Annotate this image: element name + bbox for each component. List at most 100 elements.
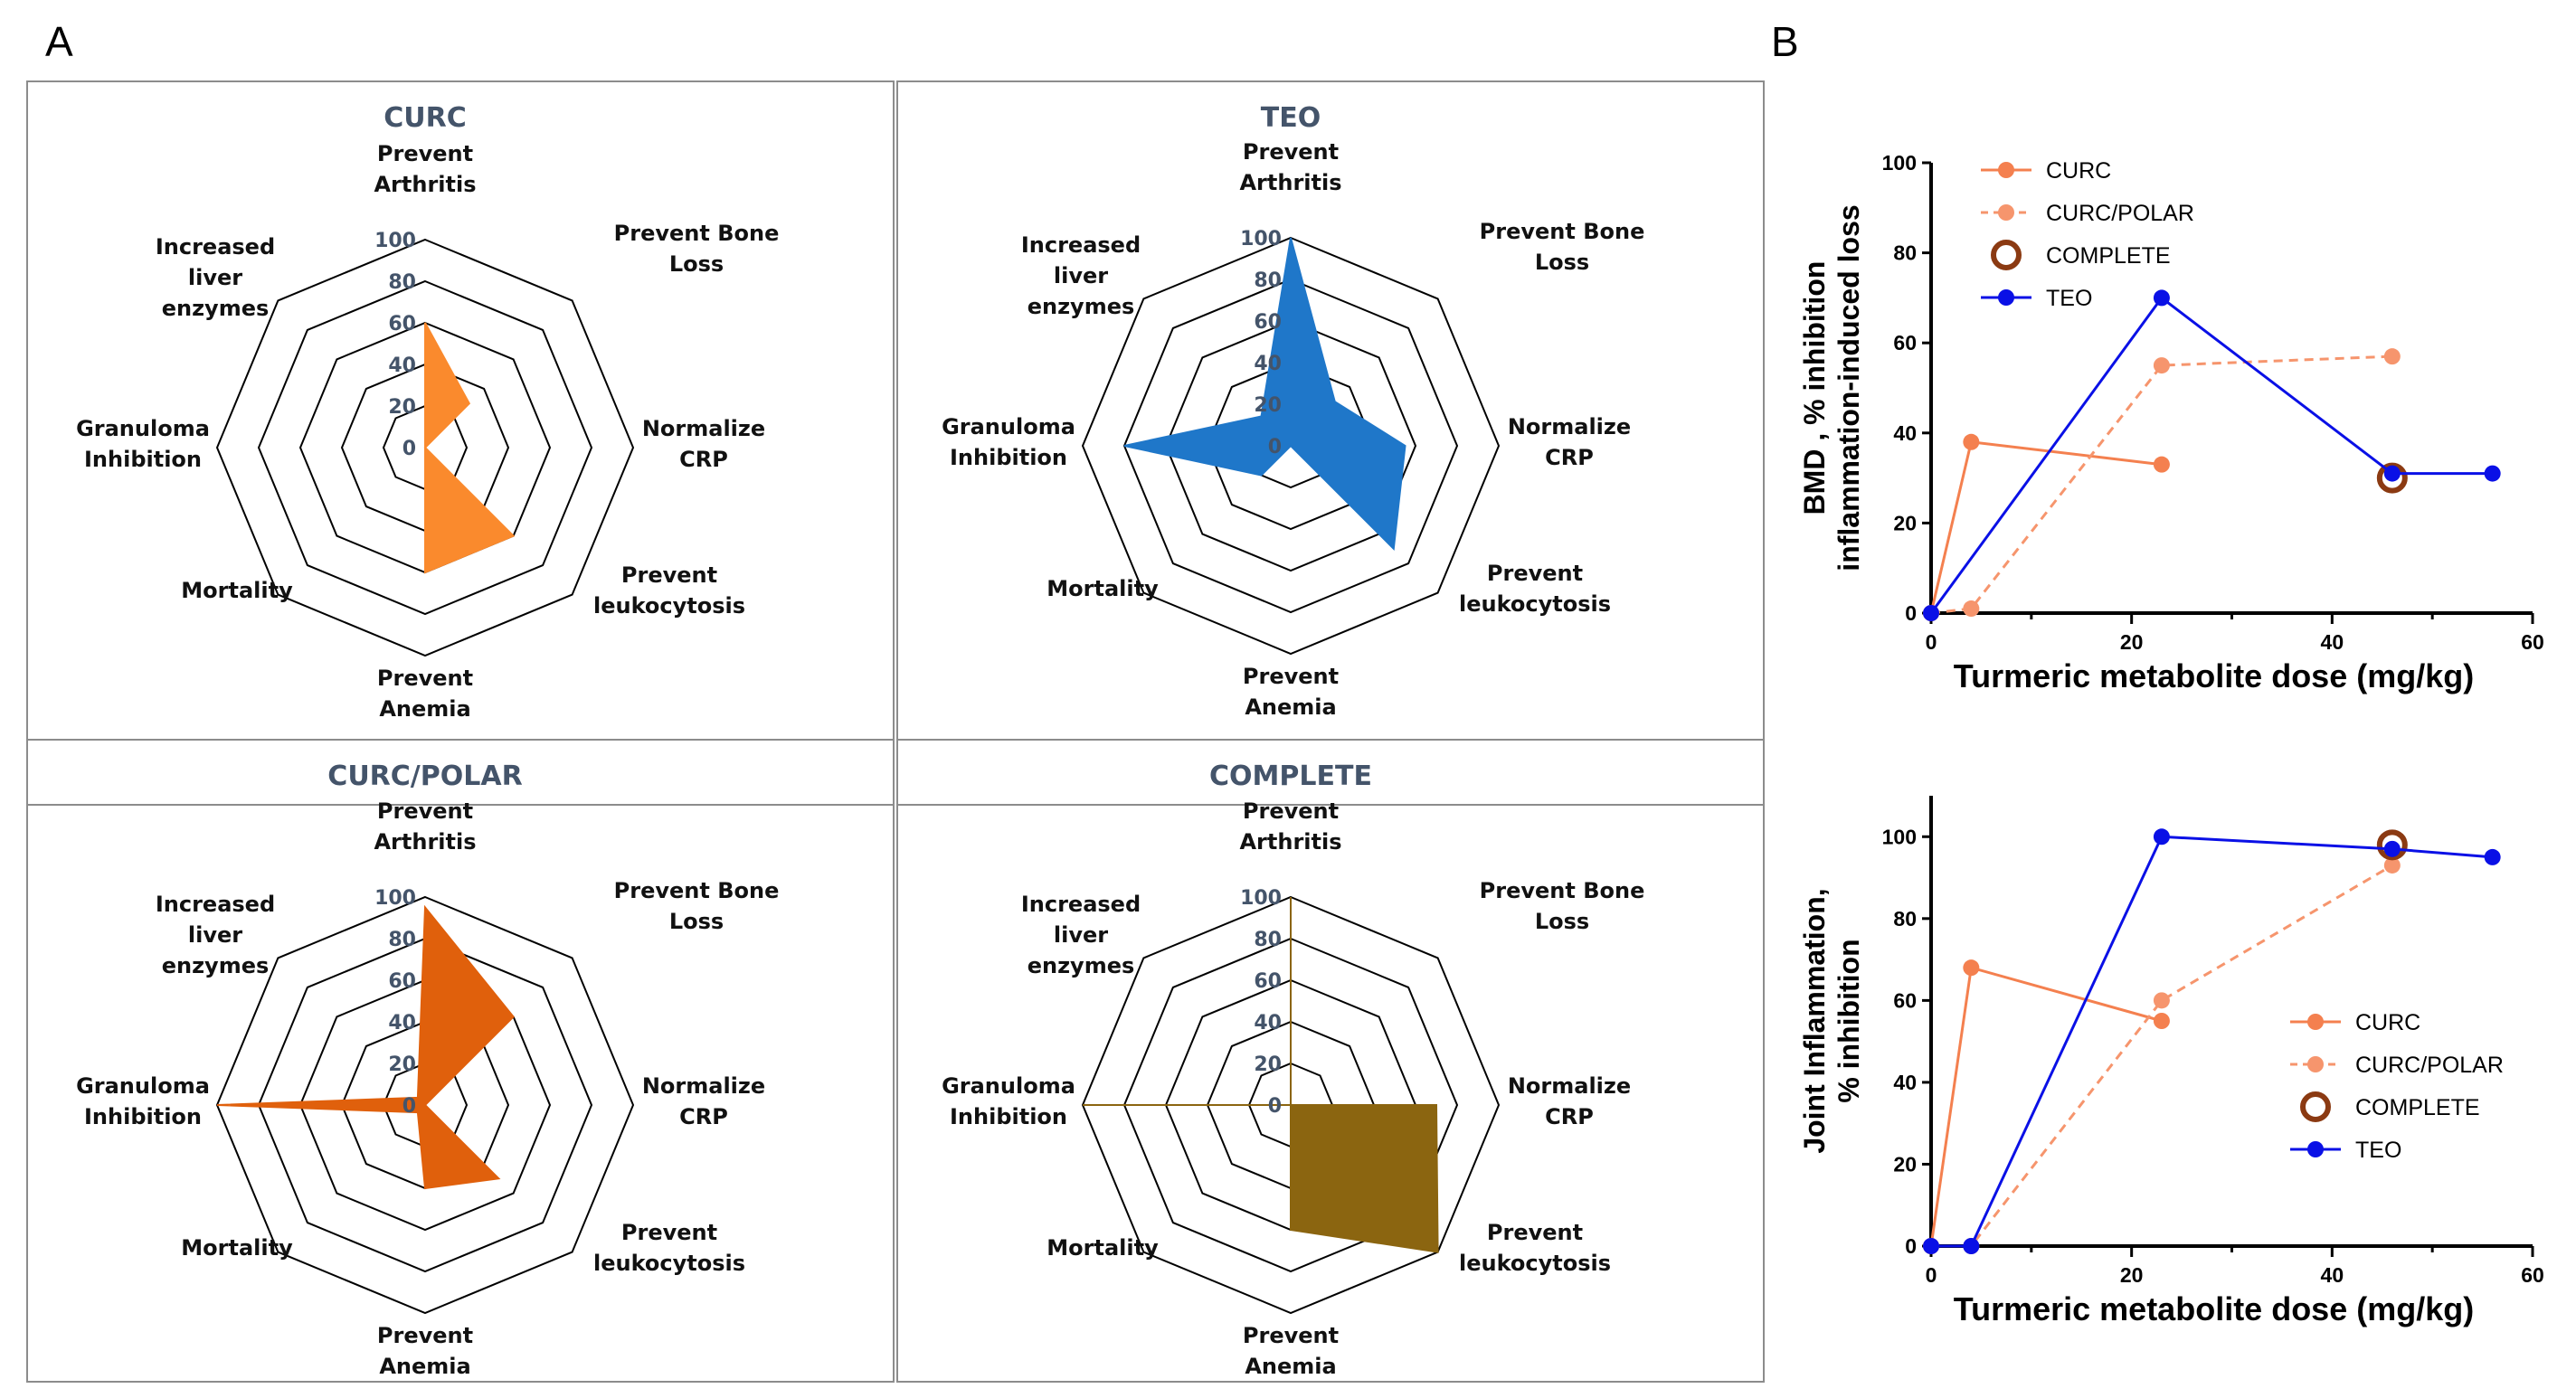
- y-tick-label: 80: [1893, 241, 1917, 265]
- radar-axis-label: Granuloma: [942, 1073, 1075, 1099]
- y-axis-label-line: BMD , % inhibition: [1798, 261, 1831, 515]
- radar-axis-label: Anemia: [379, 696, 470, 722]
- radar-ring-tick: 100: [374, 230, 416, 252]
- radar-axis-label: Prevent: [377, 798, 473, 824]
- radar-axis-label: Anemia: [379, 1354, 470, 1379]
- legend-label: CURC: [2355, 1010, 2420, 1035]
- radar-axis-label: Granuloma: [76, 1073, 210, 1099]
- x-axis-label: Turmeric metabolite dose (mg/kg): [1954, 1290, 2474, 1327]
- series-point-curc-polar: [2153, 992, 2170, 1009]
- radar-axis-label: leukocytosis: [593, 593, 745, 619]
- legend-marker: [1998, 204, 2014, 221]
- radar-axis-label: Prevent Bone: [1480, 219, 1645, 244]
- radar-ring-tick: 20: [388, 396, 416, 419]
- y-tick-label: 100: [1882, 825, 1917, 848]
- series-point-curc: [1963, 959, 1980, 977]
- series-point-curc: [2153, 456, 2170, 473]
- radar-axis-label: liver: [1054, 263, 1108, 288]
- radar-axis-label: Prevent: [1487, 1220, 1583, 1245]
- y-tick-label: 0: [1905, 1234, 1917, 1258]
- radar-title: COMPLETE: [1209, 760, 1372, 792]
- radar-axis-label: Prevent Bone: [614, 221, 780, 246]
- radar-ring-tick: 40: [1254, 353, 1282, 375]
- radar-ring-tick: 40: [388, 354, 416, 377]
- series-point-teo: [2383, 840, 2401, 857]
- radar-ring-tick: 20: [1254, 1053, 1282, 1076]
- legend-label: COMPLETE: [2355, 1095, 2480, 1120]
- radar-ring-tick: 100: [1240, 228, 1282, 250]
- radar-title: CURC: [384, 102, 467, 134]
- radar-axis-label: Granuloma: [942, 414, 1075, 439]
- radar-axis-label: Prevent: [621, 1220, 717, 1245]
- radar-axis-label: liver: [188, 265, 242, 290]
- series-line-curc: [1929, 966, 2163, 1247]
- y-tick-label: 80: [1893, 907, 1917, 930]
- radar-axis-label: Inhibition: [950, 445, 1067, 470]
- radar-axis-label: Increased: [1021, 892, 1141, 917]
- radar-axis-label: Normalize: [642, 416, 765, 441]
- radar-axis-label: Prevent: [1243, 664, 1339, 689]
- radar-ring: [1122, 937, 1459, 1273]
- radar-axis-label: Prevent: [1243, 1323, 1339, 1348]
- legend-label: COMPLETE: [2046, 243, 2171, 269]
- y-tick-label: 20: [1893, 1152, 1917, 1176]
- series-point-teo: [1963, 1238, 1980, 1254]
- radar-axis-label: Prevent Bone: [614, 878, 780, 903]
- radar-area-curc-polar: [216, 904, 515, 1190]
- radar-axis-label: leukocytosis: [1459, 591, 1611, 617]
- radar-axis-label: Anemia: [1245, 694, 1336, 720]
- x-tick-label: 40: [2321, 1263, 2344, 1287]
- x-tick-label: 0: [1926, 630, 1937, 654]
- radar-axis-label: leukocytosis: [1459, 1251, 1611, 1276]
- series-point-teo: [2484, 465, 2501, 482]
- y-tick-label: 60: [1893, 331, 1917, 354]
- legend-label: CURC: [2046, 158, 2111, 184]
- radar-axis-label: Mortality: [1046, 576, 1159, 601]
- radar-title: TEO: [1261, 102, 1321, 134]
- series-line-curc: [1929, 440, 2163, 614]
- panel-label-b: B: [1771, 18, 1799, 65]
- radar-axis-label: enzymes: [162, 296, 270, 321]
- y-axis-label-line: Joint Inflammation,: [1798, 888, 1831, 1153]
- radar-ring-tick: 60: [388, 313, 416, 335]
- radar-frame: [26, 80, 895, 806]
- radar-ring-tick: 40: [388, 1012, 416, 1034]
- series-line-curc-polar: [1930, 354, 2392, 615]
- radar-ring: [1164, 319, 1417, 572]
- radar-axis-label: Prevent: [1487, 561, 1583, 586]
- radar-chart-curc-polar: CURC/POLAR020406080100PreventArthritisPr…: [26, 739, 895, 1383]
- legend-label: TEO: [2355, 1138, 2401, 1163]
- radar-ring-tick: 0: [402, 1095, 416, 1118]
- radar-area-complete: [1083, 897, 1439, 1253]
- radar-axis-label: Prevent Bone: [1480, 878, 1645, 903]
- radar-ring: [298, 978, 552, 1232]
- x-tick-label: 20: [2120, 1263, 2144, 1287]
- radar-axis-label: Increased: [156, 892, 275, 917]
- legend-marker: [1991, 240, 2022, 270]
- series-point-teo: [1923, 605, 1939, 621]
- series-point-teo: [1923, 1238, 1939, 1254]
- radar-ring-tick: 60: [1254, 311, 1282, 334]
- radar-frame: [896, 80, 1765, 806]
- series-line-teo: [1929, 296, 2493, 614]
- radar-ring-tick: 80: [388, 271, 416, 294]
- series-point-teo: [2383, 465, 2401, 482]
- radar-axis-label: Mortality: [1046, 1235, 1159, 1261]
- radar-ring: [257, 279, 593, 616]
- legend-label: CURC/POLAR: [2046, 201, 2194, 226]
- radar-axis-label: enzymes: [162, 953, 270, 978]
- legend-marker: [1998, 289, 2014, 306]
- y-tick-label: 100: [1882, 151, 1917, 175]
- radar-axis-label: CRP: [1545, 445, 1594, 470]
- radar-axis-label: Arthritis: [1239, 170, 1341, 195]
- radar-axis-label: CRP: [679, 1104, 728, 1129]
- radar-axis-label: Mortality: [181, 578, 293, 603]
- radar-axis-label: Prevent: [377, 1323, 473, 1348]
- radar-ring-tick: 0: [1268, 1095, 1282, 1118]
- radar-ring-tick: 80: [1254, 929, 1282, 951]
- radar-axis-label: Arthritis: [374, 829, 476, 855]
- series-point-curc-polar: [2383, 856, 2401, 874]
- x-tick-label: 40: [2321, 630, 2344, 654]
